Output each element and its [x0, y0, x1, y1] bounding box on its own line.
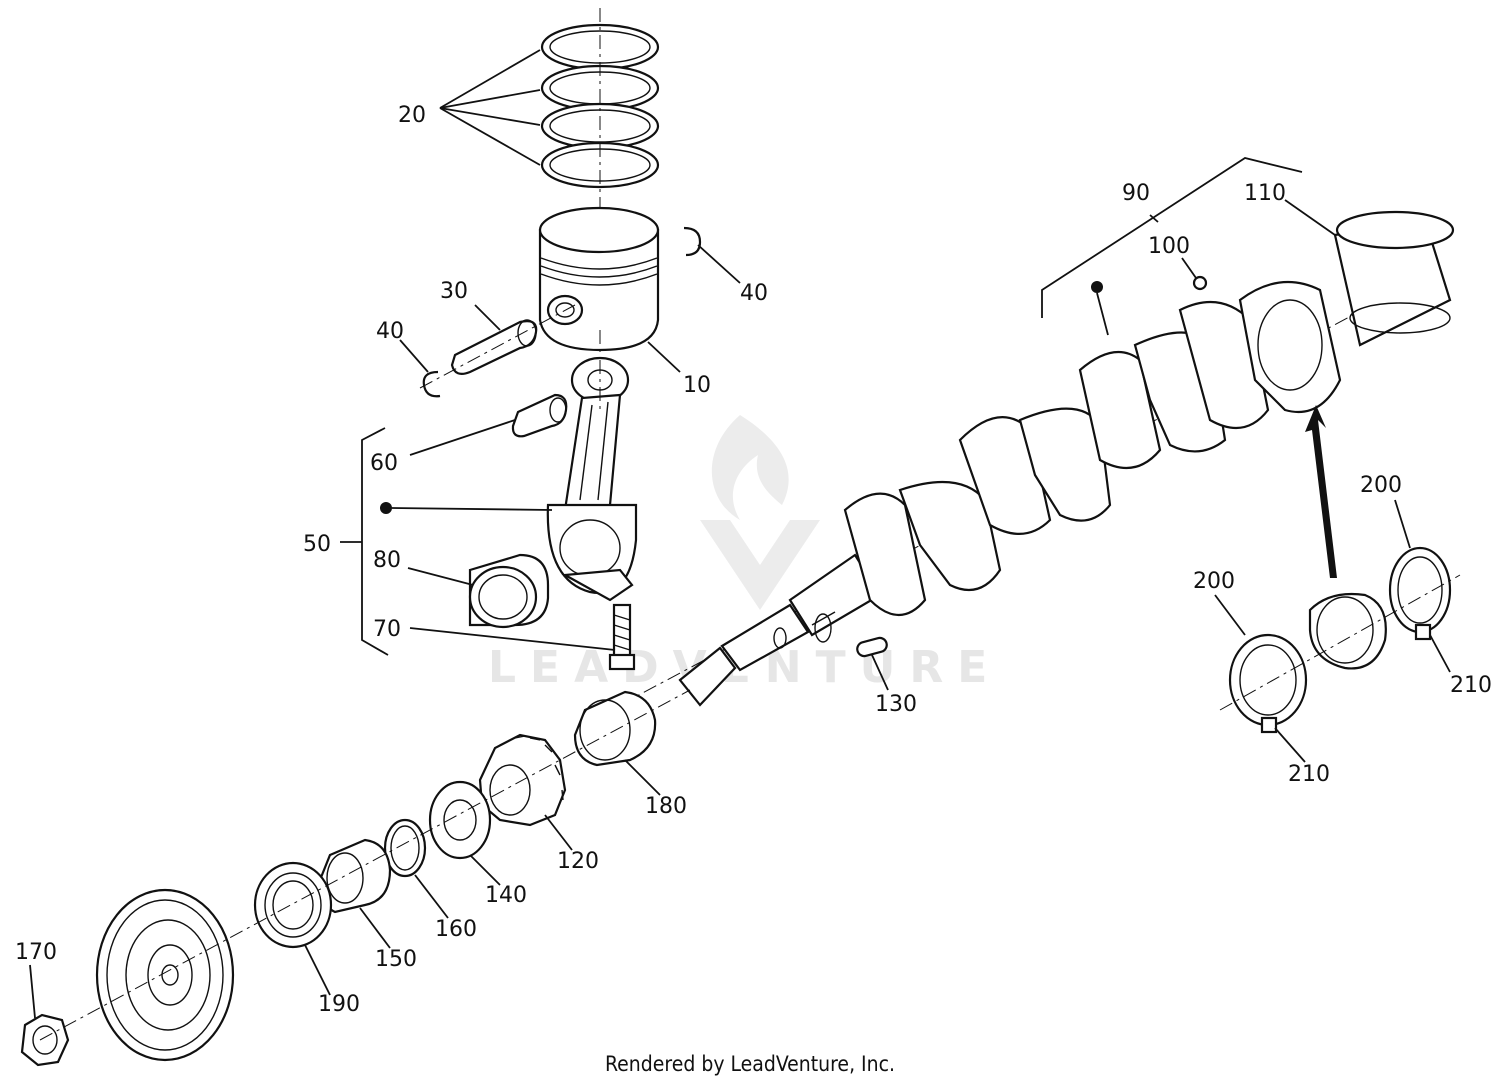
circlip-right	[683, 226, 702, 257]
connecting-rod	[546, 356, 638, 602]
rear-bushing	[1333, 210, 1455, 347]
crankshaft	[619, 280, 1401, 707]
piston-pin	[419, 304, 576, 389]
collar	[318, 838, 392, 914]
plug	[1192, 275, 1208, 291]
callout-110: 110	[1244, 181, 1286, 206]
small-end-bushing	[511, 393, 568, 438]
callout-210-right: 210	[1450, 673, 1492, 698]
callout-140: 140	[485, 883, 527, 908]
thrust-washer-left	[1228, 633, 1308, 734]
bracket-50	[361, 427, 389, 656]
crank-pulley	[95, 888, 235, 1062]
callout-20: 20	[398, 103, 426, 128]
nut	[20, 1013, 70, 1067]
woodruff-key	[856, 636, 888, 658]
con-rod-bolt	[608, 603, 636, 671]
callout-160: 160	[435, 917, 477, 942]
callout-40-right: 40	[740, 281, 768, 306]
callouts: 20 30 40 40 10 60 50 80 70 90 100 110 20…	[15, 103, 1492, 1017]
assembly-dot-90	[1091, 281, 1103, 293]
callout-10: 10	[683, 373, 711, 398]
callout-40-left: 40	[376, 319, 404, 344]
leader-lines	[29, 49, 1451, 1019]
bracket-90	[1041, 157, 1303, 318]
assembly-arrow	[1305, 405, 1337, 578]
callout-120: 120	[557, 849, 599, 874]
callout-210-left: 210	[1288, 762, 1330, 787]
callout-70: 70	[373, 617, 401, 642]
callout-60: 60	[370, 451, 398, 476]
thrust-bearing	[1308, 592, 1387, 670]
callout-150: 150	[375, 947, 417, 972]
callout-80: 80	[373, 548, 401, 573]
callout-200-right: 200	[1360, 473, 1402, 498]
oil-seal	[253, 861, 333, 949]
thrust-collar	[428, 780, 492, 860]
thrust-washer-right	[1388, 546, 1452, 641]
callout-180: 180	[645, 794, 687, 819]
callout-190: 190	[318, 992, 360, 1017]
circlip-left	[422, 370, 441, 398]
callout-90: 90	[1122, 181, 1150, 206]
callout-30: 30	[440, 279, 468, 304]
callout-100: 100	[1148, 234, 1190, 259]
callout-130: 130	[875, 692, 917, 717]
piston-rings	[540, 8, 660, 230]
o-ring	[383, 818, 427, 878]
callout-200-left: 200	[1193, 569, 1235, 594]
big-end-bearing	[468, 553, 550, 629]
footer-credit: Rendered by LeadVenture, Inc.	[605, 1052, 895, 1076]
callout-170: 170	[15, 940, 57, 965]
piston	[538, 206, 660, 370]
front-bushing	[573, 690, 657, 767]
callout-50: 50	[303, 532, 331, 557]
assembly-dot-50	[380, 502, 392, 514]
